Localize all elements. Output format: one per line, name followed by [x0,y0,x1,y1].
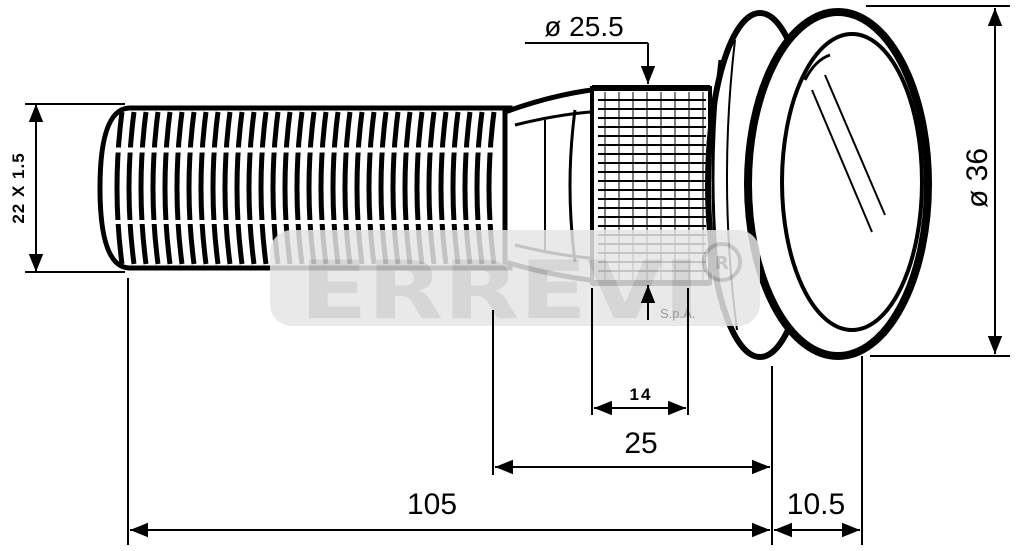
thread-rib [210,111,221,265]
thread-rib [258,111,269,265]
thread-spec-label: 22 X 1.5 [9,152,28,223]
thread-rib [114,111,125,265]
watermark-brand: ERREVI [300,244,700,337]
thread-rib [126,111,137,265]
thread-rib [138,111,149,265]
shank-length-label: 105 [407,488,457,521]
dimension-lines [25,5,1010,545]
registered-icon [702,242,742,282]
shoulder-length-label: 25 [624,427,657,460]
thread-rib [198,111,209,265]
head-diameter-label: ø 36 [961,148,994,208]
thread-rib [162,111,173,265]
thread-rib [246,111,257,265]
thread-rib [150,111,161,265]
watermark-suffix: S.p.A. [660,306,695,321]
head-thickness-label: 10.5 [787,488,845,521]
thread-rib [234,111,245,265]
knurl-diameter-label: ø 25.5 [544,11,623,42]
watermark: ERREVI R S.p.A. [270,230,760,337]
knurl-length-label: 14 [630,385,653,404]
thread-rib [222,111,233,265]
svg-text:R: R [715,253,729,274]
thread-rib [174,111,185,265]
thread-rib [186,111,197,265]
